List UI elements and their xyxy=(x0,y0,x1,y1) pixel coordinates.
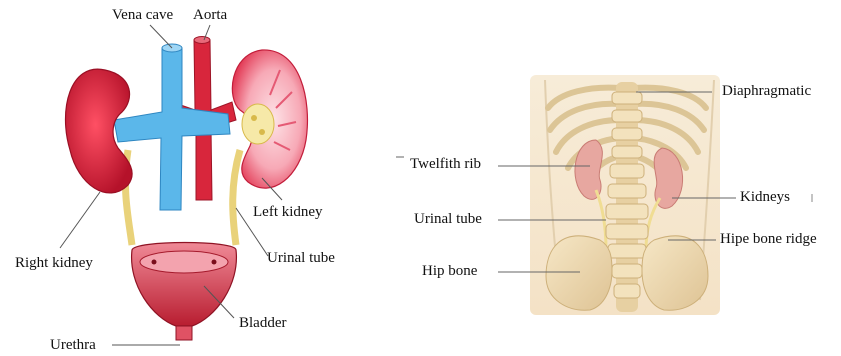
label-urethra: Urethra xyxy=(50,338,96,353)
vena-cava-vessel xyxy=(114,48,230,210)
label-diaphragmatic: Diaphragmatic xyxy=(722,84,811,99)
urinary-system-figure xyxy=(60,25,307,345)
left-ureter xyxy=(233,150,240,245)
label-right-kidney: Right kidney xyxy=(15,256,93,271)
label-urinal-tube-back: Urinal tube xyxy=(414,212,482,227)
label-bladder: Bladder xyxy=(239,316,286,331)
urethra-shape xyxy=(176,326,192,340)
label-urinal-tube: Urinal tube xyxy=(267,251,335,266)
left-hip-bone xyxy=(546,236,612,310)
label-kidneys: Kidneys xyxy=(740,190,790,205)
label-twelfth-rib: Twelfith rib xyxy=(410,157,481,172)
label-hip-bone: Hip bone xyxy=(422,264,477,279)
label-aorta: Aorta xyxy=(193,8,227,23)
label-vena-cave: Vena cave xyxy=(112,8,173,23)
label-left-kidney: Left kidney xyxy=(253,205,323,220)
right-hip-bone xyxy=(642,236,708,310)
label-hip-bone-ridge: Hipe bone ridge xyxy=(720,232,817,247)
